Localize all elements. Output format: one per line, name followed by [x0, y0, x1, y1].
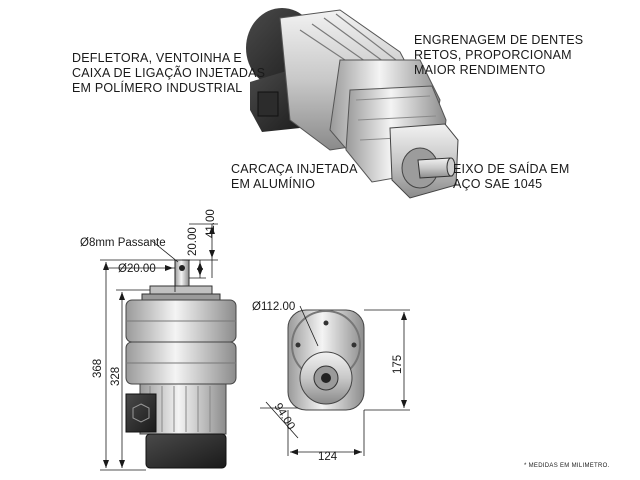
dim-diagonal: 94.00: [271, 401, 296, 432]
dimension-lines: [100, 223, 410, 471]
callout-housing: CARCAÇA INJETADA EM ALUMÍNIO: [231, 162, 358, 191]
dim-flange-diameter: Ø112.00: [252, 301, 295, 313]
callout-deflector: DEFLETORA, VENTOINHA E CAIXA DE LIGAÇÃO …: [72, 51, 266, 95]
front-view-drawing: [287, 309, 365, 411]
dimension-arrowheads: [103, 226, 407, 468]
dim-body-height: 328: [110, 367, 122, 386]
callout-shaft: EIXO DE SAÍDA EM AÇO SAE 1045: [453, 162, 570, 191]
side-view-drawing: [125, 259, 237, 469]
callout-gears: ENGRENAGEM DE DENTES RETOS, PROPORCIONAM…: [414, 33, 584, 77]
dim-front-height: 175: [392, 355, 404, 374]
dim-width: 124: [318, 451, 338, 463]
dim-shaft-diameter: Ø20.00: [118, 263, 156, 275]
dim-total-height: 368: [92, 359, 104, 378]
dim-top-length: 41.00: [205, 209, 217, 238]
dim-hole-label: Ø8mm Passante: [80, 237, 166, 249]
footnote: * MEDIDAS EM MILIMETRO.: [524, 463, 610, 469]
motor-render: [246, 8, 459, 199]
dim-shaft-length: 20.00: [187, 227, 199, 256]
